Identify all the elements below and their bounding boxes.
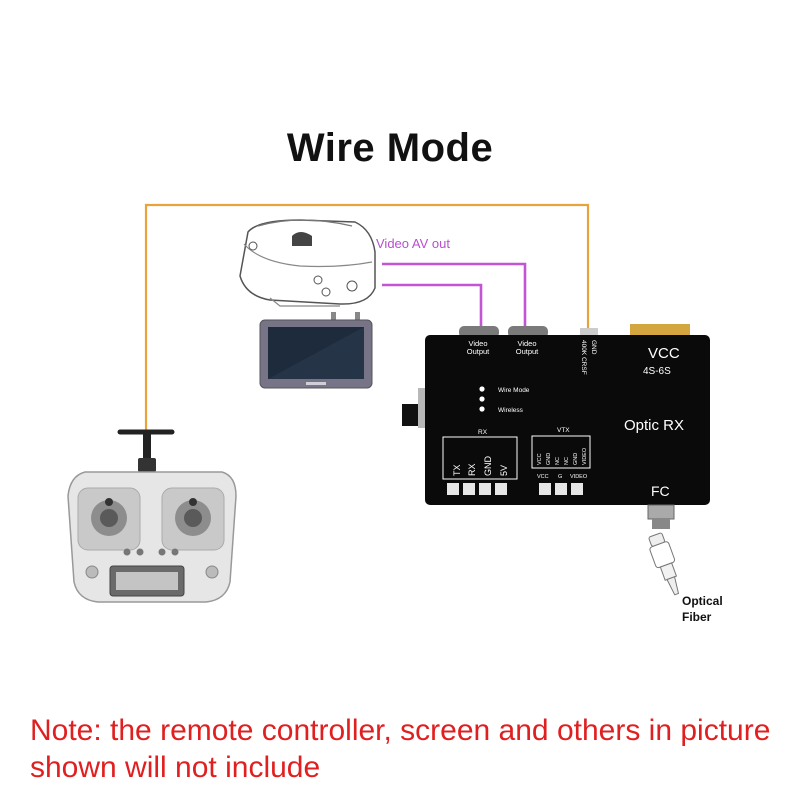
vtx-pin-gnd: GND — [546, 453, 552, 465]
optic-rx-board: Video Output Video Output 400K CRSF GND … — [402, 324, 710, 505]
wireless-led — [479, 406, 485, 412]
crsf-pin-label: 400K CRSF — [580, 340, 587, 375]
gnd-pin-label: GND — [590, 340, 597, 355]
vtx-bottom-vcc: VCC — [537, 474, 549, 480]
diagram-title: Wire Mode — [286, 126, 494, 170]
board-name-label: Optic RX — [624, 417, 684, 434]
mode-led-middle — [479, 396, 485, 402]
vtx-pin-nc-2: NC — [564, 457, 570, 465]
rx-pad — [463, 483, 475, 495]
crsf-wire — [144, 203, 590, 432]
video-output-label-2b: Output — [516, 347, 539, 356]
rc-transmitter-icon — [67, 429, 237, 603]
vtx-pad — [555, 483, 567, 495]
crsf-connector — [580, 328, 598, 338]
rx-header-label: RX — [478, 429, 488, 436]
rx-pad — [479, 483, 491, 495]
rx-pin-tx: TX — [452, 464, 462, 476]
video-av-label: Video AV out — [376, 236, 450, 251]
fpv-goggles-icon — [239, 219, 376, 307]
video-wire-1 — [382, 262, 527, 330]
wire-mode-led — [479, 386, 485, 392]
wire-mode-label: Wire Mode — [498, 387, 530, 394]
rx-pin-gnd: GND — [483, 456, 493, 477]
rx-pad — [495, 483, 507, 495]
vtx-bottom-g: G — [558, 474, 562, 480]
video-output-label-1b: Output — [467, 347, 490, 356]
rx-pin-5v: 5V — [499, 465, 509, 476]
optical-fiber-label-2: Fiber — [682, 610, 712, 624]
video-output-label-2a: Video — [517, 339, 536, 348]
rx-pin-box — [442, 436, 518, 480]
optical-fiber-label-1: Optical — [682, 594, 723, 608]
wireless-label: Wireless — [498, 407, 524, 414]
monitor-screen-icon — [259, 312, 373, 389]
rx-pad — [447, 483, 459, 495]
vtx-pin-video: VIDEO — [582, 447, 588, 465]
rx-pin-rx: RX — [467, 463, 477, 476]
note-text: Note: the remote controller, screen and … — [30, 714, 771, 784]
vtx-pin-nc-1: NC — [555, 457, 561, 465]
vtx-header-label: VTX — [557, 427, 570, 434]
vcc-label: VCC — [648, 345, 680, 362]
optical-fiber-connector-icon — [647, 504, 680, 596]
vcc-range-label: 4S-6S — [643, 366, 671, 377]
vtx-pad — [539, 483, 551, 495]
vtx-bottom-video: VIDEO — [570, 474, 588, 480]
vtx-pin-box — [531, 435, 591, 469]
video-output-label-1a: Video — [468, 339, 487, 348]
mode-switch — [402, 404, 422, 426]
vtx-pad — [571, 483, 583, 495]
power-connector — [630, 324, 690, 336]
video-wire-2 — [382, 283, 483, 330]
vtx-pin-vcc: VCC — [537, 453, 543, 465]
fc-label: FC — [651, 483, 670, 499]
vtx-pin-gnd-2: GND — [573, 453, 579, 465]
